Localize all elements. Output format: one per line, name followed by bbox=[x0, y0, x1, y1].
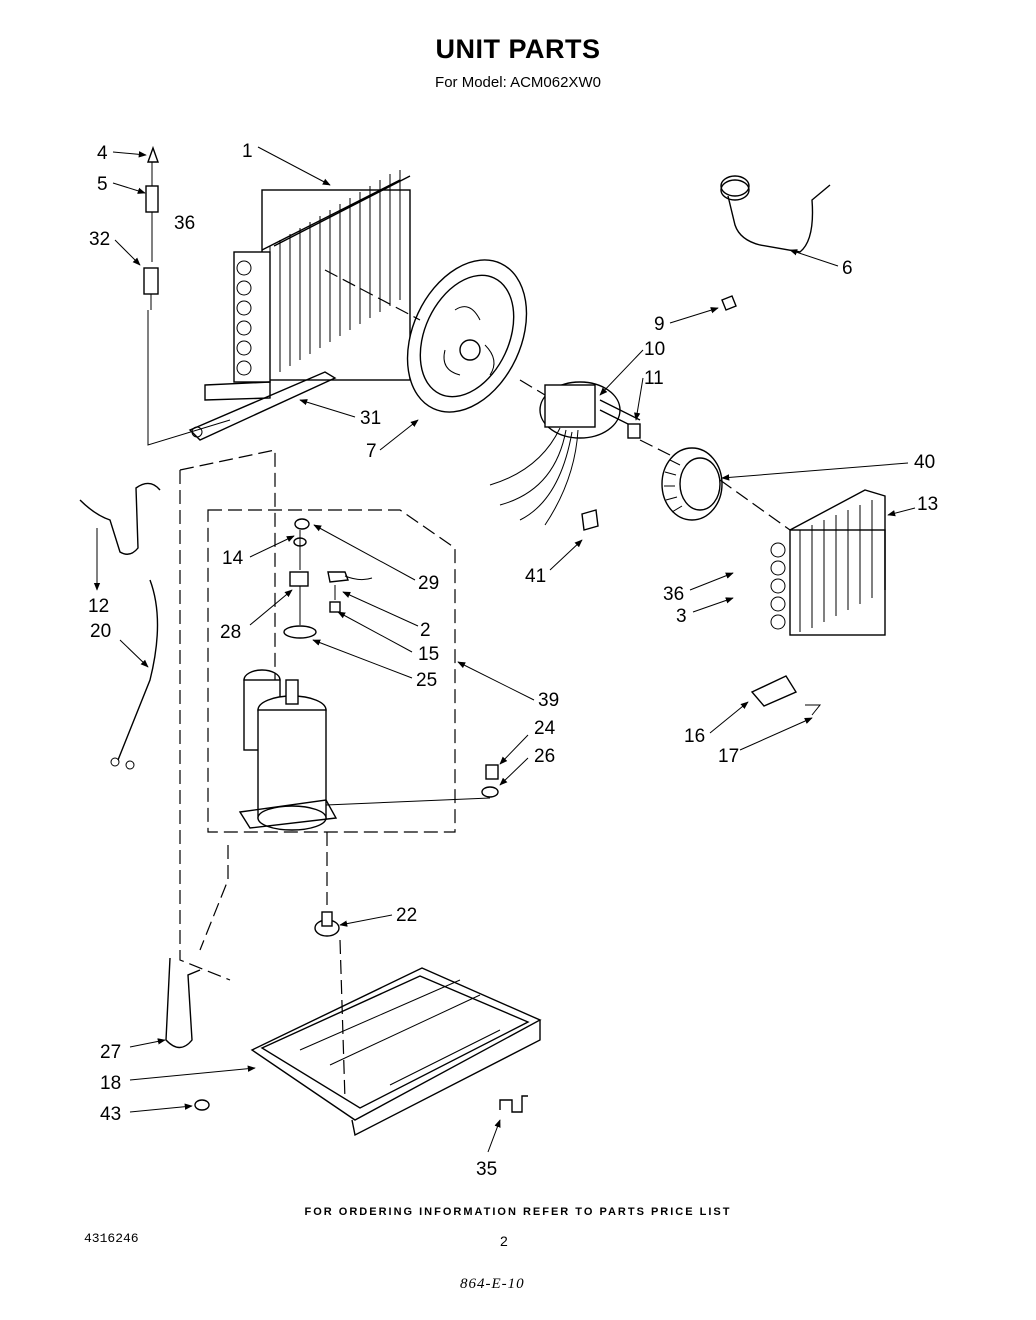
tubing-part-6 bbox=[720, 175, 831, 253]
callout-11: 11 bbox=[644, 368, 664, 389]
ordering-note: FOR ORDERING INFORMATION REFER TO PARTS … bbox=[304, 1206, 732, 1218]
callout-12: 12 bbox=[88, 596, 109, 617]
screw-part-17 bbox=[805, 704, 822, 716]
callout-27: 27 bbox=[100, 1042, 121, 1063]
callout-20: 20 bbox=[90, 621, 111, 642]
callout-31: 31 bbox=[360, 408, 381, 429]
handwritten-note: 864-E-10 bbox=[460, 1276, 525, 1292]
callout-15: 15 bbox=[418, 644, 439, 665]
callout-1: 1 bbox=[242, 141, 253, 162]
callout-32: 32 bbox=[89, 229, 110, 250]
callout-26: 26 bbox=[534, 746, 555, 767]
callout-39: 39 bbox=[538, 690, 559, 711]
callout-36-lower: 36 bbox=[663, 584, 684, 605]
callout-5: 5 bbox=[97, 174, 108, 195]
callout-28: 28 bbox=[220, 622, 241, 643]
callout-35: 35 bbox=[476, 1159, 497, 1180]
evaporator-coil-part-13 bbox=[770, 489, 886, 636]
leader-lines bbox=[93, 146, 916, 1153]
callout-25: 25 bbox=[416, 670, 437, 691]
tube-part-12 bbox=[79, 482, 161, 555]
callout-40: 40 bbox=[914, 452, 935, 473]
callout-14: 14 bbox=[222, 548, 244, 569]
screw-part-43 bbox=[194, 1099, 210, 1111]
callout-17: 17 bbox=[718, 746, 739, 767]
tube-part-27 bbox=[165, 957, 201, 1049]
capillary-part-4-5-32 bbox=[143, 145, 231, 446]
callout-2: 2 bbox=[420, 620, 431, 641]
document-number: 4316246 bbox=[84, 1231, 139, 1246]
callout-7: 7 bbox=[366, 441, 377, 462]
callout-43: 43 bbox=[100, 1104, 121, 1125]
clip-part-9 bbox=[721, 295, 737, 311]
model-subtitle: For Model: ACM062XW0 bbox=[435, 74, 601, 91]
callout-36-upper: 36 bbox=[174, 213, 195, 234]
assembly-guide-lines bbox=[179, 269, 791, 1101]
callout-labels: 4 5 32 36 1 6 9 10 11 31 7 40 13 41 36 3… bbox=[88, 141, 938, 1180]
page-title: UNIT PARTS bbox=[435, 34, 601, 64]
grommet-part-22 bbox=[314, 911, 340, 937]
clip-part-41 bbox=[581, 509, 599, 531]
callout-10: 10 bbox=[644, 339, 665, 360]
callout-13: 13 bbox=[917, 494, 938, 515]
condenser-coil-part-1 bbox=[204, 170, 411, 401]
compressor-body bbox=[238, 669, 338, 831]
page-number: 2 bbox=[500, 1233, 508, 1249]
blower-wheel-part-40 bbox=[661, 447, 723, 521]
solid-guide-lines bbox=[299, 530, 491, 806]
callout-41: 41 bbox=[525, 566, 546, 587]
compressor-kit-outline-39 bbox=[207, 509, 456, 833]
fan-shroud-part-7 bbox=[406, 259, 528, 413]
callout-16: 16 bbox=[684, 726, 705, 747]
nut-part-11 bbox=[627, 423, 641, 439]
callout-29: 29 bbox=[418, 573, 439, 594]
fan-motor-part-10 bbox=[489, 381, 641, 526]
clip-part-35 bbox=[499, 1095, 528, 1113]
bolt-parts-24-26 bbox=[481, 764, 499, 798]
harness-part-20 bbox=[110, 579, 159, 770]
callout-4: 4 bbox=[97, 143, 108, 164]
callout-24: 24 bbox=[534, 718, 556, 739]
callout-6: 6 bbox=[842, 258, 853, 279]
callout-9: 9 bbox=[654, 314, 665, 335]
callout-22: 22 bbox=[396, 905, 417, 926]
compressor-small-parts bbox=[283, 518, 373, 639]
bracket-part-16 bbox=[750, 675, 798, 707]
callout-18: 18 bbox=[100, 1073, 121, 1094]
base-pan-part-18 bbox=[250, 967, 542, 1137]
callout-3: 3 bbox=[676, 606, 687, 627]
